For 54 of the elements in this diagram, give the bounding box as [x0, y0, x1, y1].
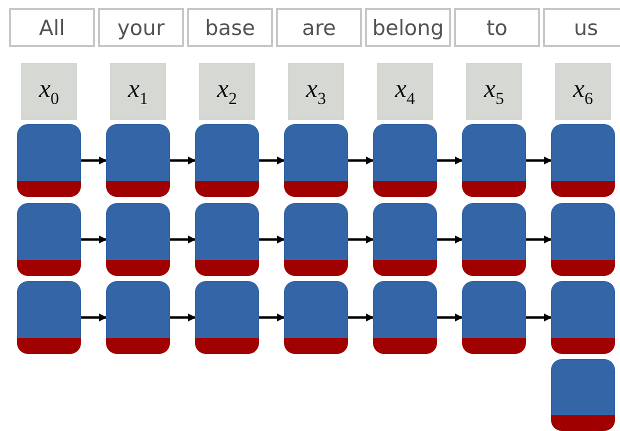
hidden-state-block — [195, 203, 259, 276]
arrow — [81, 156, 107, 164]
hidden-state-block — [462, 281, 526, 354]
hidden-state-block — [373, 203, 437, 276]
word-box: us — [543, 8, 620, 47]
input-box: x$_{2}$ — [199, 63, 255, 120]
hidden-state-block — [462, 203, 526, 276]
hidden-state-block — [373, 281, 437, 354]
hidden-state-block — [551, 281, 615, 354]
hidden-state-block — [284, 124, 348, 197]
word-box: base — [187, 8, 273, 47]
hidden-state-block — [17, 203, 81, 276]
hidden-state-block — [195, 124, 259, 197]
arrow — [81, 236, 107, 244]
hidden-state-block — [373, 124, 437, 197]
word-box: are — [276, 8, 362, 47]
hidden-state-block — [106, 203, 170, 276]
arrow — [437, 236, 463, 244]
input-box: x$_{3}$ — [288, 63, 344, 120]
hidden-state-block — [551, 203, 615, 276]
input-box: x$_{5}$ — [466, 63, 522, 120]
hidden-state-block — [106, 124, 170, 197]
arrow — [170, 156, 196, 164]
hidden-state-block — [462, 124, 526, 197]
input-box: x$_{4}$ — [377, 63, 433, 120]
arrow — [259, 236, 285, 244]
hidden-state-block — [17, 124, 81, 197]
word-box: to — [454, 8, 540, 47]
arrow — [170, 314, 196, 322]
hidden-state-block — [106, 281, 170, 354]
word-box: belong — [365, 8, 451, 47]
arrow — [348, 156, 374, 164]
arrow — [259, 156, 285, 164]
arrow — [437, 314, 463, 322]
arrow — [526, 314, 552, 322]
arrow — [526, 156, 552, 164]
arrow — [259, 314, 285, 322]
hidden-state-block — [17, 281, 81, 354]
arrow — [348, 236, 374, 244]
arrow — [437, 156, 463, 164]
hidden-state-block — [551, 359, 615, 431]
word-box: your — [98, 8, 184, 47]
arrow — [348, 314, 374, 322]
arrow — [81, 314, 107, 322]
arrow — [170, 236, 196, 244]
hidden-state-block — [551, 124, 615, 197]
input-box: x$_{0}$ — [21, 63, 77, 120]
input-box: x$_{1}$ — [110, 63, 166, 120]
hidden-state-block — [284, 281, 348, 354]
word-box: All — [9, 8, 95, 47]
arrow — [526, 236, 552, 244]
hidden-state-block — [284, 203, 348, 276]
input-box: x$_{6}$ — [555, 63, 611, 120]
hidden-state-block — [195, 281, 259, 354]
